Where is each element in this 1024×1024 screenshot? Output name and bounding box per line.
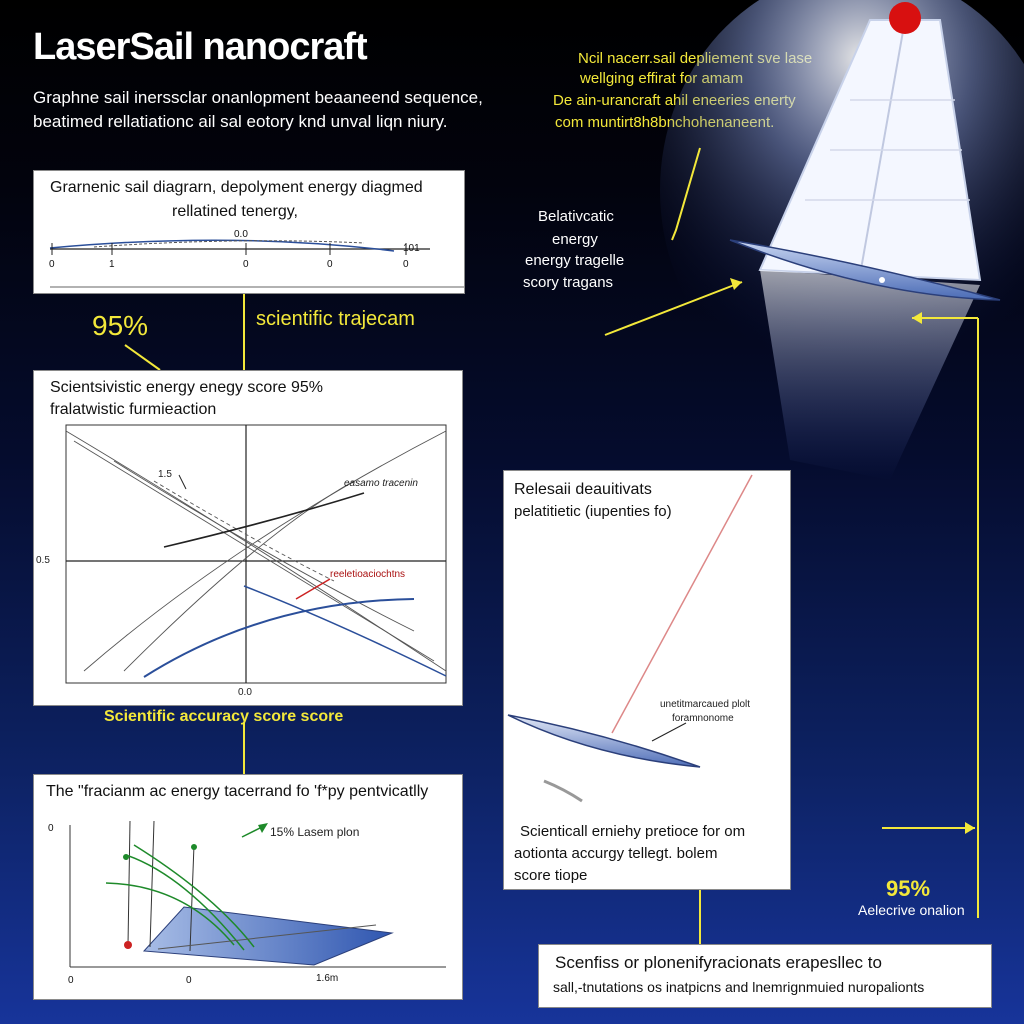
- laser-sail-illustration: [660, 0, 1024, 480]
- data-point-red: [124, 941, 132, 949]
- callout-middle-line-2: energy: [552, 231, 598, 248]
- panel1-tick-label: 0: [243, 259, 249, 270]
- panel2-label-b: reeletioaciochtns: [330, 569, 406, 580]
- subtitle-line-1: Graphne sail inerssclar onanlopment beaa…: [33, 88, 483, 107]
- bottom-note-box: Scenfiss or plonenifyracionats erapeslle…: [538, 944, 992, 1008]
- panel2-x-label: 0.0: [238, 687, 252, 698]
- sail-seam: [859, 19, 906, 276]
- panel4-craft-label-line-2: foramnonome: [672, 713, 734, 724]
- data-point: [123, 854, 129, 860]
- panel1-axis-plot: [49, 239, 464, 288]
- panel2-plot: [65, 424, 447, 684]
- panel3-green-curve: [133, 844, 255, 948]
- laser-beam-line: [611, 474, 753, 734]
- panel-energy-trajectory-3d: The "fracianm ac energy tacerrand fo 'f*…: [33, 774, 463, 1000]
- callout-middle-line-1: Belativcatic: [538, 208, 614, 225]
- panel3-x-tick: 1.6m: [316, 973, 339, 984]
- motion-trail: [543, 779, 583, 803]
- panel3-title: The "fracianm ac energy tacerrand fo 'f*…: [46, 783, 429, 800]
- panel2-plot-frame: [65, 424, 447, 684]
- data-point: [191, 844, 197, 850]
- panel1-tick-label: 0: [49, 259, 55, 270]
- label-95-percent-left: 95%: [92, 310, 149, 341]
- arrowhead: [965, 822, 975, 834]
- nanocraft-body: [729, 239, 1001, 301]
- laser-source-red: [889, 2, 921, 34]
- subtitle-line-2: beatimed rellatiationc ail sal eotory kn…: [33, 112, 448, 131]
- connector-95-left: [124, 344, 161, 371]
- page-title: LaserSail nanocraft: [33, 26, 368, 68]
- trajectory-line: [83, 430, 447, 672]
- trajectory-line: [123, 480, 355, 672]
- panel4-craft-label-line-1: unetitmarcaued plolt: [660, 699, 751, 710]
- panel2-pointer: [178, 474, 187, 490]
- label-accuracy-score: Scientific accuracy score score: [104, 708, 344, 725]
- panel3-x-tick: 0: [186, 975, 192, 986]
- label-95-percent-right: 95%: [886, 876, 931, 901]
- panel-deployment-diagram: Grarnenic sail diagrarn, depolyment ener…: [33, 170, 465, 294]
- panel2-title-line-2: fralatwistic furmieaction: [50, 401, 217, 418]
- panel2-red-pointer: [295, 578, 331, 600]
- nanocraft-side-view: [507, 714, 701, 768]
- panel-energy-score-chart: Scientsivistic energy enegy score 95% fr…: [33, 370, 463, 706]
- panel4-title-line-1: Relesaii deauitivats: [514, 481, 652, 498]
- panel2-label-a: easamo tracenin: [344, 478, 418, 489]
- panel3-plot: [69, 820, 446, 968]
- panel4-illustration: [507, 474, 753, 803]
- panel1-tick-label: 0: [327, 259, 333, 270]
- panel1-tick-label: 0: [403, 259, 409, 270]
- panel3-y-tick: 0: [48, 823, 54, 834]
- panel4-pointer: [651, 722, 687, 742]
- panel2-label-c: 1.5: [158, 469, 172, 480]
- panel2-upper-curve: [163, 492, 365, 548]
- arrowhead: [258, 823, 268, 833]
- panel4-desc-line-3: score tiope: [514, 867, 588, 884]
- panel3-vertical-line: [127, 820, 131, 946]
- panel1-energy-curve: [49, 239, 395, 252]
- panel-relativistic-properties: Relesaii deauitivats pelatitietic (iupen…: [503, 470, 791, 890]
- panel4-desc-line-1: Scienticall erniehy pretioce for om: [520, 823, 746, 840]
- panel3-green-curve: [125, 854, 245, 951]
- panel2-title-line-1: Scientsivistic energy enegy score 95%: [50, 379, 324, 396]
- panel1-mid-label: 0.0: [234, 229, 248, 240]
- panel3-annotation: 15% Lasem plon: [270, 825, 360, 839]
- laser-beam: [760, 270, 980, 480]
- label-right-small: Aelecrive onalion: [858, 902, 965, 918]
- callout-middle-line-3: energy tragelle: [525, 252, 625, 269]
- bottom-note-line-1: Scenfiss or plonenifyracionats erapeslle…: [555, 953, 882, 972]
- bottom-note-line-2: sall,-tnutations os inatpicns and lnemri…: [553, 979, 925, 995]
- trajectory-line-dashed: [153, 480, 335, 582]
- panel3-baseline: [157, 924, 377, 950]
- panel3-x-tick: 0: [68, 975, 74, 986]
- trajectory-line: [113, 460, 415, 632]
- panel1-end-label: 101: [403, 243, 420, 254]
- panel1-title-line-2: rellatined tenergy,: [172, 203, 298, 220]
- panel4-title-line-2: pelatitietic (iupenties fo): [514, 503, 672, 520]
- panel2-blue-curve: [143, 598, 415, 678]
- panel1-reference-curve: [93, 240, 365, 248]
- panel3-green-curve: [105, 882, 235, 946]
- panel2-blue-curve-2: [243, 585, 447, 677]
- panel3-plane: [142, 906, 394, 966]
- panel3-vertical-line: [189, 844, 195, 952]
- panel1-title-line-1: Grarnenic sail diagrarn, depolyment ener…: [50, 179, 423, 196]
- panel4-desc-line-2: aotionta accurgy tellegt. bolem: [514, 845, 718, 862]
- label-scientific-trajectory: scientific trajecam: [256, 308, 415, 330]
- panel1-tick-label: 1: [109, 259, 115, 270]
- panel3-vertical-line: [149, 820, 155, 948]
- panel2-y-label: 0.5: [36, 555, 50, 566]
- callout-middle-line-4: scory tragans: [523, 274, 614, 291]
- craft-light: [879, 277, 885, 283]
